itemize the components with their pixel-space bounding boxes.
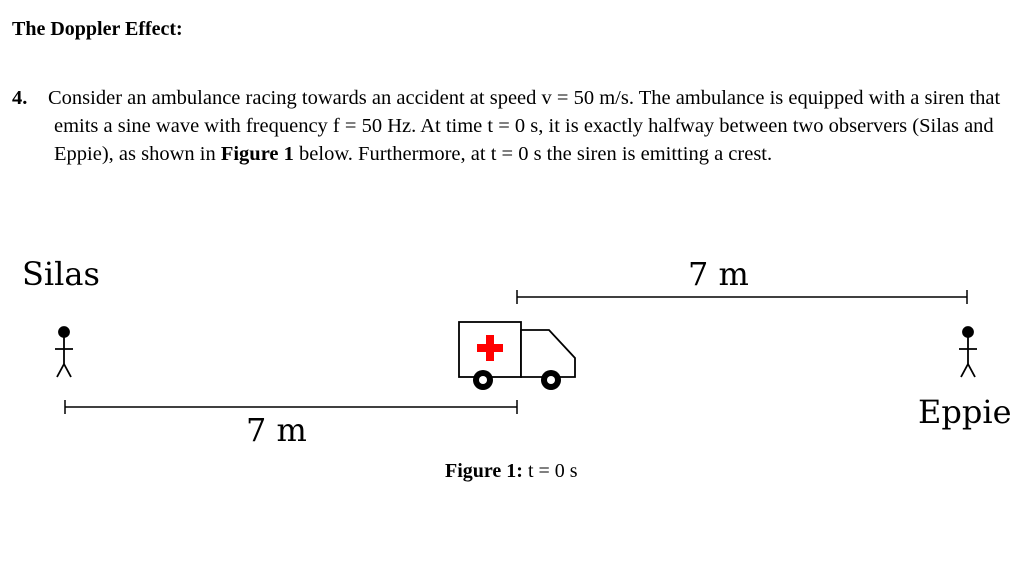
silas-label: Silas [22,255,100,293]
distance-line-top [516,290,968,304]
rear-wheel-icon [473,370,493,390]
distance-line-bottom [64,400,518,414]
distance-label-top: 7 m [688,255,749,293]
red-cross-icon [477,335,503,361]
figure-reference: Figure 1 [220,143,294,165]
problem-statement: 4. Consider an ambulance racing towards … [12,84,1012,168]
silas-figure-icon [55,326,73,378]
ambulance-icon [458,321,576,390]
section-heading: The Doppler Effect: [12,18,183,40]
distance-label-bottom: 7 m [246,411,307,449]
eppie-figure-icon [959,326,977,378]
front-wheel-icon [541,370,561,390]
eppie-label: Eppie [918,393,1012,431]
caption-time: t = 0 s [522,460,578,482]
problem-text-part2: below. Furthermore, at t = 0 s the siren… [293,143,773,165]
problem-text: Consider an ambulance racing towards an … [48,84,1012,168]
problem-number: 4. [12,87,28,109]
caption-label: Figure 1: [445,460,523,482]
figure-caption: Figure 1: t = 0 s [445,460,578,483]
problem-text-part1: Consider an ambulance racing towards an … [48,87,1001,165]
